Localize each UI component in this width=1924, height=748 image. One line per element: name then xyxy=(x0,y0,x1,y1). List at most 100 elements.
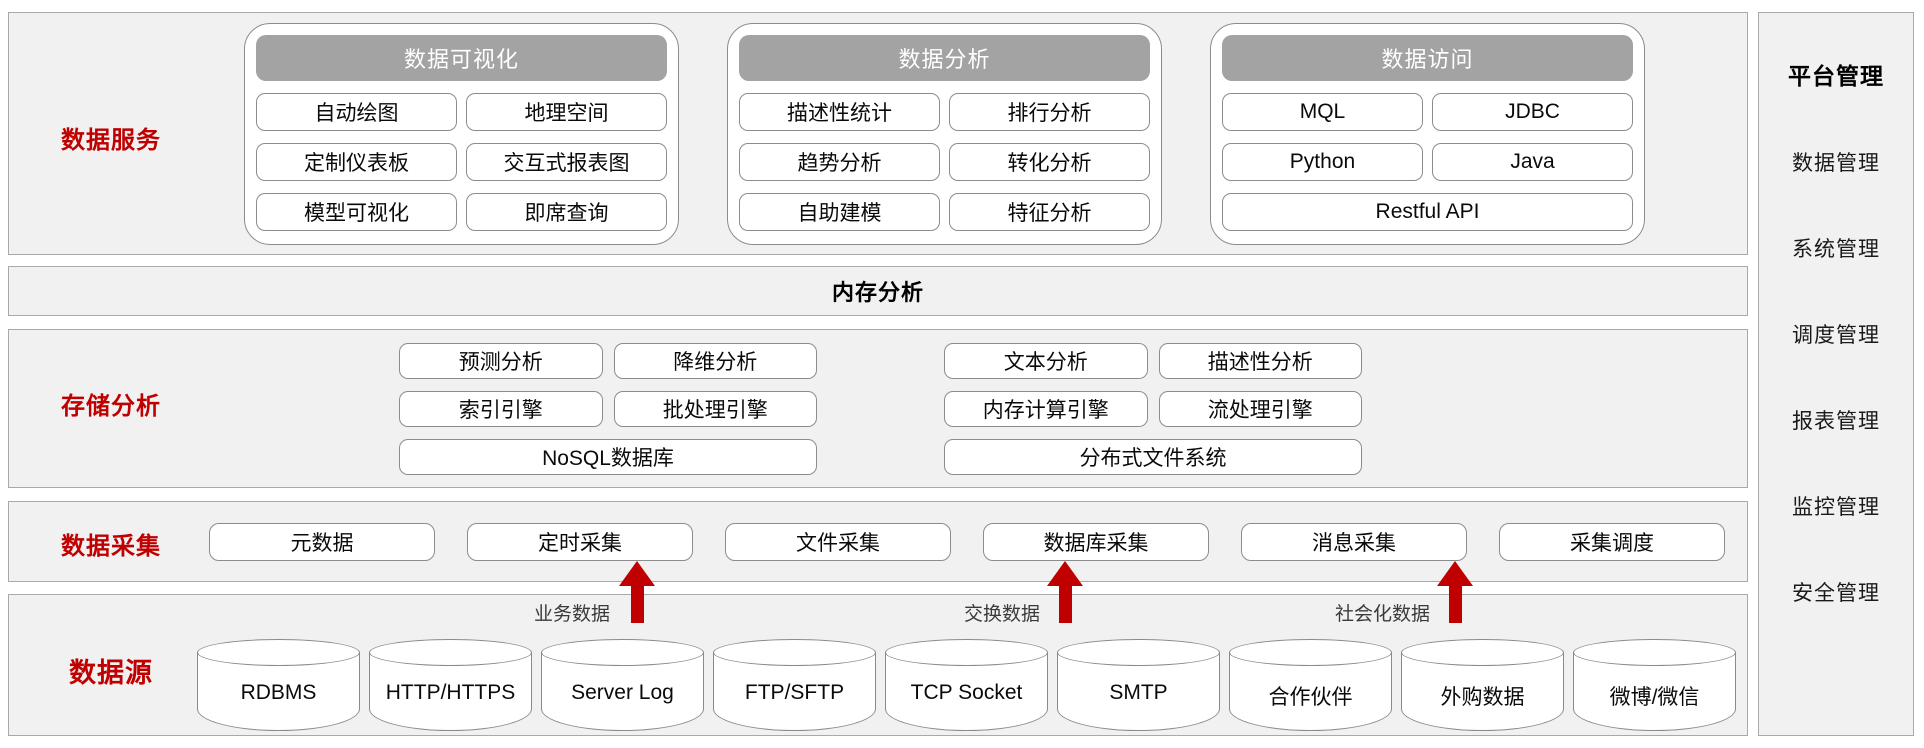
section-label-data-collection: 数据采集 xyxy=(61,533,161,560)
item-box: 降维分析 xyxy=(613,343,817,379)
item-box: 消息采集 xyxy=(1241,523,1467,561)
item-box: Python xyxy=(1222,143,1423,181)
cylinder-top xyxy=(885,639,1048,666)
item-box: 转化分析 xyxy=(949,143,1150,181)
arrow-tail xyxy=(1058,584,1072,623)
flow-arrow-up-icon xyxy=(619,561,655,623)
cylinder-top xyxy=(1057,639,1220,666)
platform-item: 报表管理 xyxy=(1792,410,1880,433)
datasource-label: SMTP xyxy=(1109,681,1168,704)
item-box: 描述性分析 xyxy=(1158,343,1362,379)
flow-label-business-data: 业务数据 xyxy=(533,604,610,625)
item-box: 定制仪表板 xyxy=(256,143,457,181)
item-box: 即席查询 xyxy=(466,193,667,231)
storage-cluster-left: 预测分析 降维分析 索引引擎 批处理引擎 NoSQL数据库 xyxy=(399,343,817,475)
datasource-cylinder: RDBMS xyxy=(197,639,360,731)
platform-panel-title: 平台管理 xyxy=(1788,63,1884,89)
datasource-label: Server Log xyxy=(571,681,674,704)
service-groups: 数据可视化 自动绘图 地理空间 定制仪表板 交互式报表图 模型可视化 即席查询 … xyxy=(244,23,1645,245)
cylinder-top xyxy=(541,639,704,666)
datasource-label: TCP Socket xyxy=(910,681,1023,704)
section-data-services: 数据服务 数据可视化 自动绘图 地理空间 定制仪表板 交互式报表图 模型可视化 … xyxy=(8,12,1748,255)
group-data-visualization: 数据可视化 自动绘图 地理空间 定制仪表板 交互式报表图 模型可视化 即席查询 xyxy=(244,23,679,245)
datasource-row: RDBMS HTTP/HTTPS Server Log FTP/SFTP TCP… xyxy=(197,639,1736,731)
datasource-label: 合作伙伴 xyxy=(1268,686,1353,709)
item-box: MQL xyxy=(1222,93,1423,131)
item-box: 分布式文件系统 xyxy=(944,439,1362,475)
arrow-head xyxy=(619,561,655,586)
platform-item: 系统管理 xyxy=(1792,238,1880,261)
datasource-cylinder: 微博/微信 xyxy=(1573,639,1736,731)
section-data-sources: 数据源 RDBMS HTTP/HTTPS Server Log FTP/SFTP… xyxy=(8,594,1748,736)
group-grid: MQL JDBC Python Java Restful API xyxy=(1222,93,1633,231)
section-label-storage-analysis: 存储分析 xyxy=(61,393,161,420)
section-storage-analysis: 存储分析 预测分析 降维分析 索引引擎 批处理引擎 NoSQL数据库 文本分析 … xyxy=(8,329,1748,488)
datasource-cylinder: Server Log xyxy=(541,639,704,731)
item-box: 数据库采集 xyxy=(983,523,1209,561)
datasource-label: RDBMS xyxy=(240,681,317,704)
cylinder-top xyxy=(1573,639,1736,666)
datasource-label: FTP/SFTP xyxy=(744,681,845,704)
datasource-label: 微博/微信 xyxy=(1609,686,1700,709)
section-memory-analysis: 内存分析 xyxy=(8,266,1748,316)
platform-item: 数据管理 xyxy=(1792,152,1880,175)
item-box: 交互式报表图 xyxy=(466,143,667,181)
group-grid: 自动绘图 地理空间 定制仪表板 交互式报表图 模型可视化 即席查询 xyxy=(256,93,667,231)
datasource-label: 外购数据 xyxy=(1440,686,1525,709)
section-label-data-services: 数据服务 xyxy=(61,127,161,154)
cylinder-top xyxy=(713,639,876,666)
panel-platform-management: 平台管理 数据管理 系统管理 调度管理 报表管理 监控管理 安全管理 xyxy=(1758,12,1914,736)
item-box: 内存计算引擎 xyxy=(944,391,1148,427)
item-box: 采集调度 xyxy=(1499,523,1725,561)
cylinder-top xyxy=(197,639,360,666)
group-grid: 描述性统计 排行分析 趋势分析 转化分析 自助建模 特征分析 xyxy=(739,93,1150,231)
flow-arrow-up-icon xyxy=(1437,561,1473,623)
section-label-data-sources: 数据源 xyxy=(69,658,153,688)
datasource-label: HTTP/HTTPS xyxy=(385,681,516,704)
datasource-cylinder: 合作伙伴 xyxy=(1229,639,1392,731)
collection-row: 元数据 定时采集 文件采集 数据库采集 消息采集 采集调度 xyxy=(209,523,1725,561)
section-data-collection: 数据采集 元数据 定时采集 文件采集 数据库采集 消息采集 采集调度 xyxy=(8,501,1748,582)
storage-cluster-right: 文本分析 描述性分析 内存计算引擎 流处理引擎 分布式文件系统 xyxy=(944,343,1362,475)
group-header: 数据可视化 xyxy=(256,35,667,81)
item-box: 索引引擎 xyxy=(399,391,603,427)
cylinder-top xyxy=(369,639,532,666)
cylinder-top xyxy=(1229,639,1392,666)
datasource-cylinder: HTTP/HTTPS xyxy=(369,639,532,731)
group-header: 数据访问 xyxy=(1222,35,1633,81)
item-box: 预测分析 xyxy=(399,343,603,379)
arrow-head xyxy=(1047,561,1083,586)
datasource-cylinder: FTP/SFTP xyxy=(713,639,876,731)
flow-label-social-data: 社会化数据 xyxy=(1334,604,1430,625)
flow-label-exchange-data: 交换数据 xyxy=(963,604,1040,625)
arrow-tail xyxy=(1448,584,1462,623)
item-box: 元数据 xyxy=(209,523,435,561)
item-box: 文本分析 xyxy=(944,343,1148,379)
item-box: 排行分析 xyxy=(949,93,1150,131)
item-box: 文件采集 xyxy=(725,523,951,561)
item-box: Restful API xyxy=(1222,193,1633,231)
item-box: 趋势分析 xyxy=(739,143,940,181)
item-box: 地理空间 xyxy=(466,93,667,131)
cylinder-top xyxy=(1401,639,1564,666)
group-header: 数据分析 xyxy=(739,35,1150,81)
item-box: Java xyxy=(1432,143,1633,181)
item-box: 特征分析 xyxy=(949,193,1150,231)
item-box: 自助建模 xyxy=(739,193,940,231)
arrow-head xyxy=(1437,561,1473,586)
item-box: NoSQL数据库 xyxy=(399,439,817,475)
arrow-tail xyxy=(630,584,644,623)
flow-arrow-up-icon xyxy=(1047,561,1083,623)
group-data-access: 数据访问 MQL JDBC Python Java Restful API xyxy=(1210,23,1645,245)
datasource-cylinder: SMTP xyxy=(1057,639,1220,731)
item-box: 流处理引擎 xyxy=(1158,391,1362,427)
memory-analysis-title: 内存分析 xyxy=(831,280,924,305)
platform-item: 调度管理 xyxy=(1792,324,1880,347)
platform-item: 监控管理 xyxy=(1792,496,1880,519)
platform-item: 安全管理 xyxy=(1792,582,1880,605)
item-box: 批处理引擎 xyxy=(613,391,817,427)
item-box: 模型可视化 xyxy=(256,193,457,231)
item-box: 自动绘图 xyxy=(256,93,457,131)
item-box: JDBC xyxy=(1432,93,1633,131)
